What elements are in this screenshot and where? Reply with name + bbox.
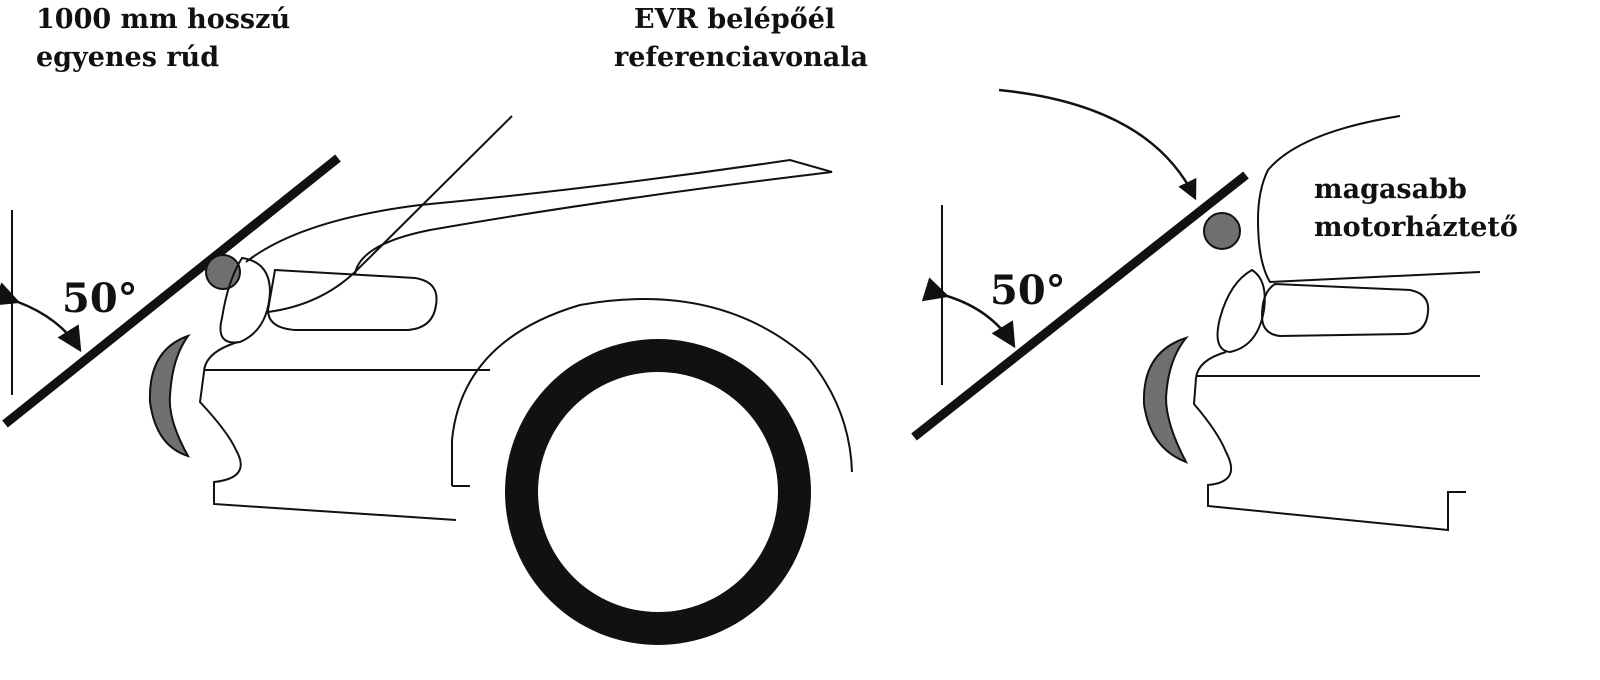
left-angle-label: 50° bbox=[62, 275, 138, 322]
left-bumper-contour bbox=[198, 341, 457, 521]
left-wheel-rim bbox=[538, 372, 778, 612]
right-reflector bbox=[1142, 336, 1189, 464]
left-figure bbox=[0, 115, 853, 645]
rod-label-line1: 1000 mm hosszú bbox=[36, 4, 290, 35]
hood-label-line2: motorháztető bbox=[1314, 212, 1518, 243]
right-corner-lamp bbox=[1216, 268, 1266, 354]
left-corner-lamp bbox=[219, 256, 272, 344]
left-wheel-arch bbox=[451, 298, 853, 486]
right-figure bbox=[911, 88, 1481, 532]
left-headlamp bbox=[266, 268, 438, 331]
right-contact-point bbox=[1203, 212, 1241, 250]
labels: 1000 mm hosszú egyenes rúd EVR belépőél … bbox=[36, 4, 1518, 322]
hood-label-line1: magasabb bbox=[1314, 174, 1467, 205]
rod-label-line2: egyenes rúd bbox=[36, 42, 219, 73]
right-angle-label: 50° bbox=[990, 267, 1066, 314]
left-straight-rod bbox=[2, 154, 341, 428]
right-angle-arc bbox=[921, 277, 1016, 349]
evr-label-line1: EVR belépőél bbox=[634, 4, 835, 35]
left-angle-arc bbox=[0, 282, 82, 353]
right-curved-arrow bbox=[998, 88, 1197, 201]
right-raised-hood bbox=[1256, 115, 1481, 284]
left-evr-pointer-line bbox=[267, 115, 513, 313]
right-headlamp bbox=[1260, 282, 1430, 338]
evr-label-line2: referenciavonala bbox=[614, 42, 868, 73]
right-bumper-contour bbox=[1192, 351, 1466, 532]
left-reflector bbox=[148, 333, 191, 458]
left-hood bbox=[245, 158, 833, 275]
right-straight-rod bbox=[911, 171, 1249, 441]
